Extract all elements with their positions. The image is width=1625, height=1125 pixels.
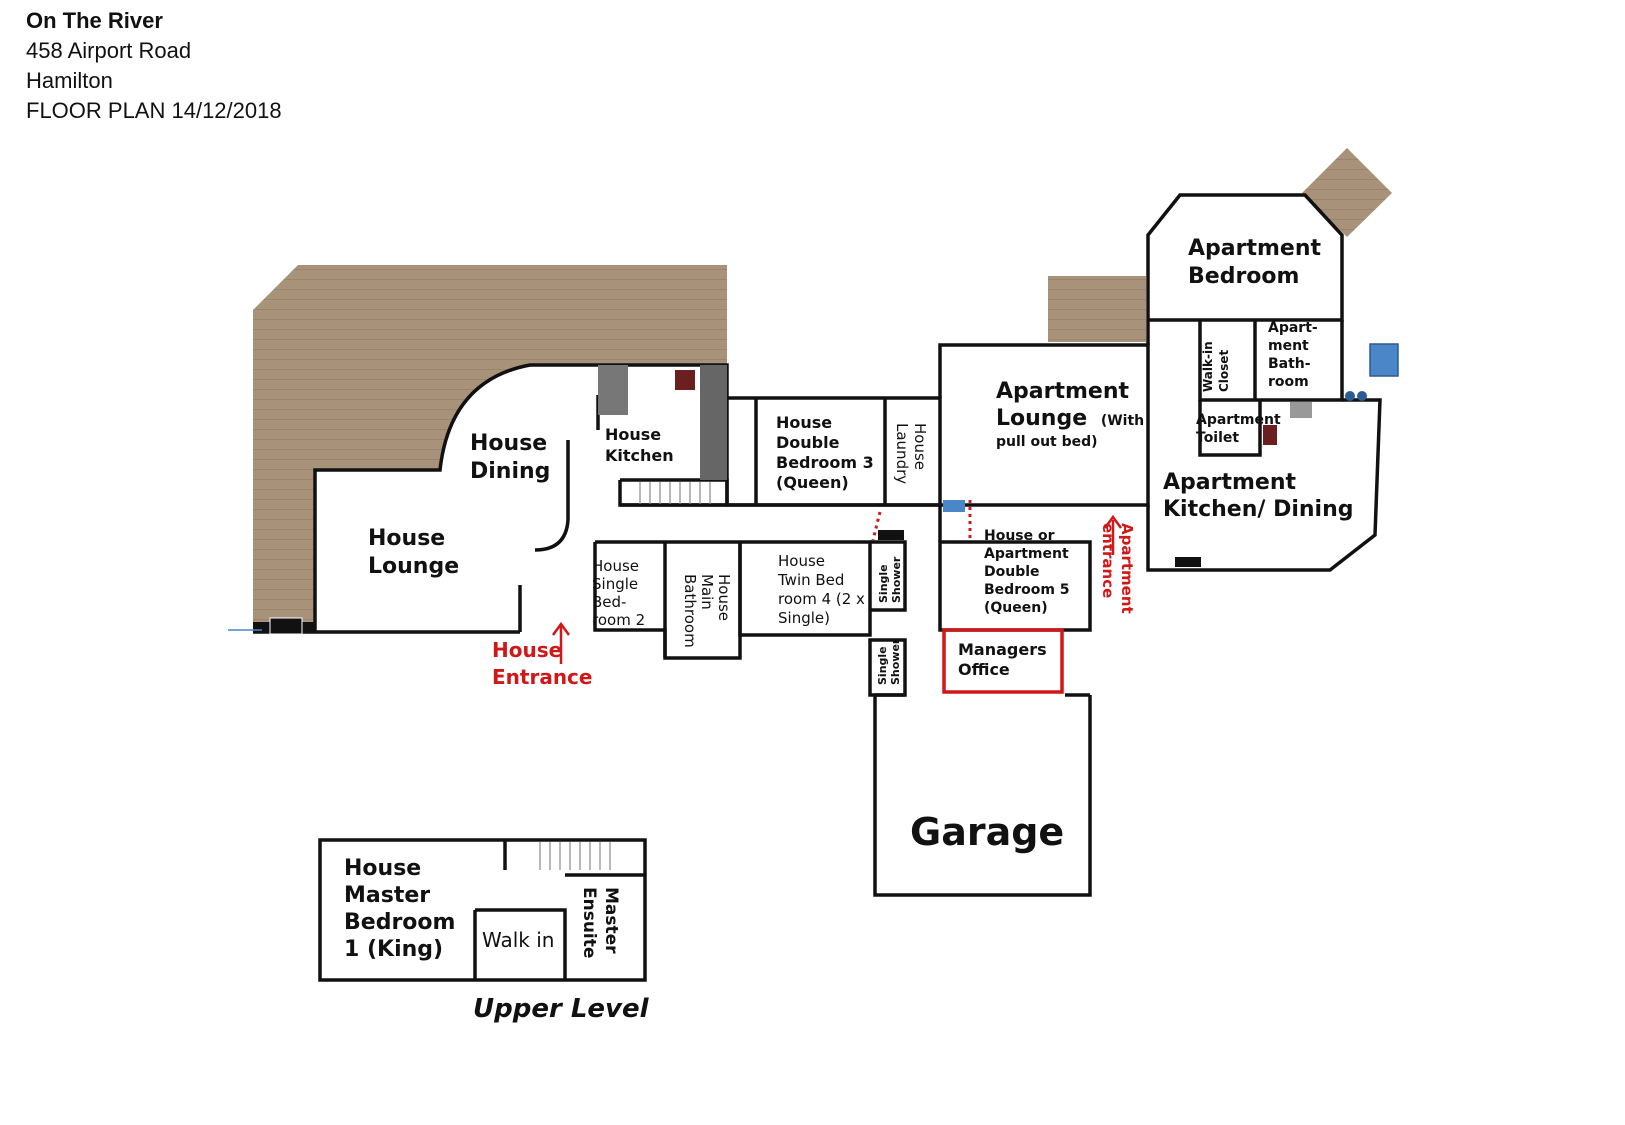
plan-date: FLOOR PLAN 14/12/2018 [26, 98, 282, 123]
main-deck [253, 265, 727, 632]
upper-stairs [539, 842, 611, 870]
property-name: On The River [26, 8, 163, 33]
lounge-deck [1048, 276, 1146, 342]
bedroom-deck [1302, 148, 1392, 237]
dotted-doors [871, 500, 972, 541]
label-master-bedroom: House Master Bedroom 1 (King) [344, 856, 463, 962]
property-city: Hamilton [26, 68, 113, 93]
label-apartment-entrance: Apartment entrance [1099, 523, 1136, 619]
meter-panel-icon [269, 617, 303, 635]
label-house-twin-bedroom4: House Twin Bed room 4 (2 x Single) [777, 552, 870, 627]
label-house-lounge: House Lounge [368, 526, 459, 579]
label-house-laundry: House Laundry [893, 423, 929, 484]
house-entrance-arrow [551, 621, 571, 664]
label-apartment-lounge: Apartment Lounge (With pull out bed) [996, 379, 1152, 450]
plan-header: On The River 458 Airport Road Hamilton F… [26, 6, 282, 126]
label-single-shower-2: Single Shower [876, 638, 902, 685]
apartment-sink-icon [1290, 402, 1312, 418]
apartment-bin-icon-2 [1357, 391, 1367, 401]
label-single-shower-1: Single Shower [877, 556, 903, 603]
label-walk-in-closet: Walk-in Closet [1201, 337, 1231, 392]
kitchen-panel-icon [1175, 557, 1201, 567]
label-master-ensuite: Master Ensuite [579, 887, 621, 959]
managers-office-outline [942, 628, 1064, 694]
apartment-entrance-arrow [1103, 514, 1123, 555]
kitchen-oven [675, 370, 695, 390]
kitchen-counter [598, 365, 628, 415]
hallway-marker-icon [943, 500, 965, 512]
corridor-panel-icon [878, 530, 904, 540]
label-house-main-bathroom: House Main Bathroom [681, 574, 733, 648]
label-apartment-kitchen: Apartment Kitchen/ Dining [1163, 470, 1354, 522]
label-apartment-bedroom: Apartment Bedroom [1188, 236, 1329, 289]
property-address: 458 Airport Road [26, 38, 192, 63]
apartment-toilet-fixture [1263, 425, 1277, 445]
apartment-bin-icon [1345, 391, 1355, 401]
label-walk-in: Walk in [482, 928, 554, 952]
label-house-entrance: House Entrance [492, 638, 592, 689]
label-apartment-bathroom: Apart- ment Bath- room [1268, 320, 1323, 390]
label-house-kitchen: House Kitchen [605, 425, 674, 465]
label-managers-office: Managers Office [958, 640, 1052, 679]
label-house-single-bedroom2: House Single Bed- room 2 [592, 557, 645, 629]
kitchen-bench [700, 365, 727, 480]
label-apartment-toilet: Apartment Toilet [1196, 412, 1286, 446]
label-bedroom5: House or Apartment Double Bedroom 5 (Que… [984, 528, 1074, 616]
label-upper-level: Upper Level [473, 994, 650, 1024]
apartment-tank-icon [1369, 343, 1399, 377]
label-house-dining: House Dining [470, 431, 555, 484]
label-house-double-bedroom3: House Double Bedroom 3 (Queen) [776, 413, 879, 492]
stairs [639, 482, 711, 504]
upper-level-walls [318, 838, 647, 982]
label-garage: Garage [910, 810, 1064, 854]
